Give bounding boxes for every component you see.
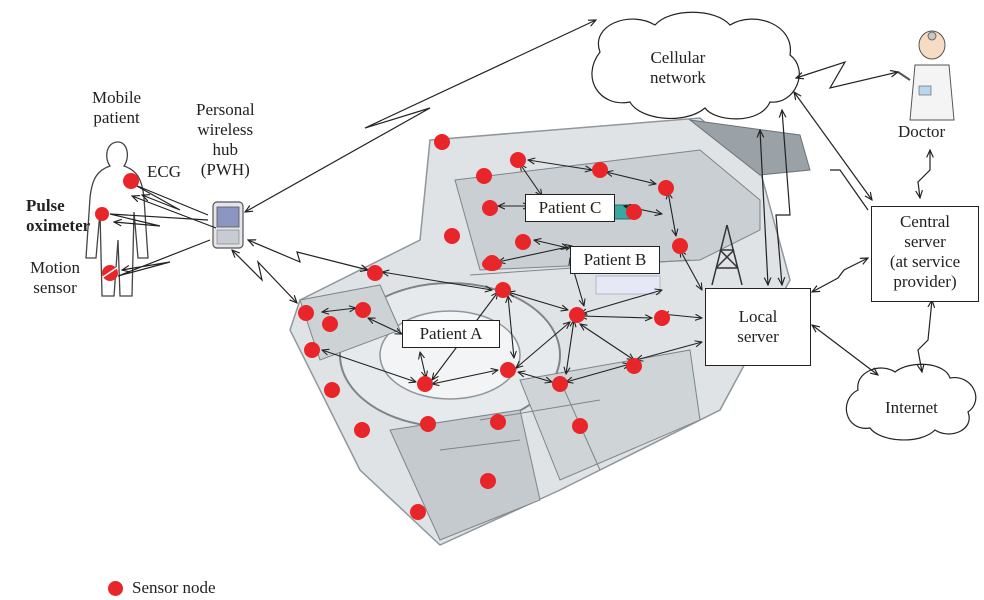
sensor-node — [367, 265, 383, 281]
sensor-node — [654, 310, 670, 326]
patient-a-box: Patient A — [402, 320, 500, 348]
pwh-label: Personal wireless hub (PWH) — [196, 100, 255, 179]
sensor-nodes — [298, 134, 688, 520]
sensor-node — [322, 316, 338, 332]
sensor-node — [324, 382, 340, 398]
sensor-node — [410, 504, 426, 520]
sensor-node — [626, 358, 642, 374]
pulse-oximeter-label: Pulse oximeter — [26, 196, 91, 235]
sensor-node — [626, 204, 642, 220]
local-server-box: Local server — [705, 288, 811, 366]
internet-label: Internet — [885, 398, 938, 417]
body-sensor-links — [109, 184, 217, 277]
sensor-node — [515, 234, 531, 250]
pwh-device — [212, 201, 244, 249]
sensor-node — [672, 238, 688, 254]
ecg-label: ECG — [147, 162, 181, 181]
legend-sensor-node-label: Sensor node — [132, 578, 216, 597]
sensor-node — [304, 342, 320, 358]
sensor-node — [444, 228, 460, 244]
doctor-label: Doctor — [898, 122, 946, 141]
infrastructure-links — [760, 60, 932, 375]
sensor-node — [482, 257, 502, 271]
link-pwh-node — [248, 240, 368, 270]
link-pwh-building — [232, 250, 297, 303]
internet-cloud — [845, 363, 977, 441]
cellular-network-label: Cellular network — [650, 48, 706, 87]
central-server-box: Central server (at service provider) — [871, 206, 979, 302]
sensor-node — [354, 422, 370, 438]
mobile-patient-label: Mobile patient — [92, 88, 142, 127]
sensor-node — [490, 414, 506, 430]
ecg-sensor — [123, 173, 139, 189]
doctor-figure — [897, 30, 955, 121]
sensor-node — [434, 134, 450, 150]
cell-tower-icon — [711, 224, 743, 286]
sensor-node — [500, 362, 516, 378]
sensor-node — [417, 376, 433, 392]
sensor-node — [480, 473, 496, 489]
sensor-node — [355, 302, 371, 318]
patient-c-box: Patient C — [525, 194, 615, 222]
motion-sensor-label: Motion sensor — [30, 258, 81, 297]
legend-sensor-node-icon — [108, 581, 123, 596]
sensor-node — [552, 376, 568, 392]
sensor-node — [658, 180, 674, 196]
sensor-node — [482, 200, 498, 216]
patient-b-box: Patient B — [570, 246, 660, 274]
sensor-node — [592, 162, 608, 178]
sensor-node — [420, 416, 436, 432]
sensor-node — [495, 282, 511, 298]
sensor-node — [572, 418, 588, 434]
sensor-node — [569, 307, 585, 323]
sensor-node — [510, 152, 526, 168]
sensor-node — [476, 168, 492, 184]
link-pwh-cellular — [245, 20, 596, 212]
pulse-oximeter-sensor — [95, 207, 109, 221]
body-sensors — [95, 173, 139, 281]
sensor-node — [298, 305, 314, 321]
